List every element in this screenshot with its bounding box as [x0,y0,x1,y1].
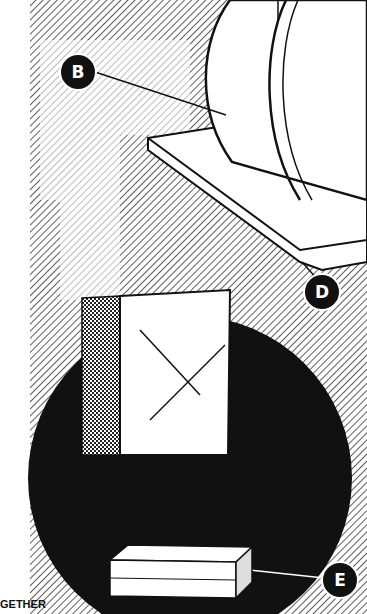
drum-rim [269,0,300,200]
glass-glint [140,330,200,395]
box-side [236,547,252,598]
box-front [110,560,236,598]
box-seam [110,578,236,580]
glass-panel [120,290,230,455]
drum-side [206,0,367,200]
leader-line [95,72,226,115]
caption-fragment: GETHER [0,598,46,610]
callout-letter: E [321,561,359,599]
glass-glint [150,345,225,420]
leader-line [250,570,324,578]
callout-letter: B [59,53,97,91]
box-top [110,545,252,562]
leader-line [277,0,279,22]
callout-letter: D [303,273,341,311]
panel-edge [82,296,120,455]
drum-rim [283,0,312,200]
